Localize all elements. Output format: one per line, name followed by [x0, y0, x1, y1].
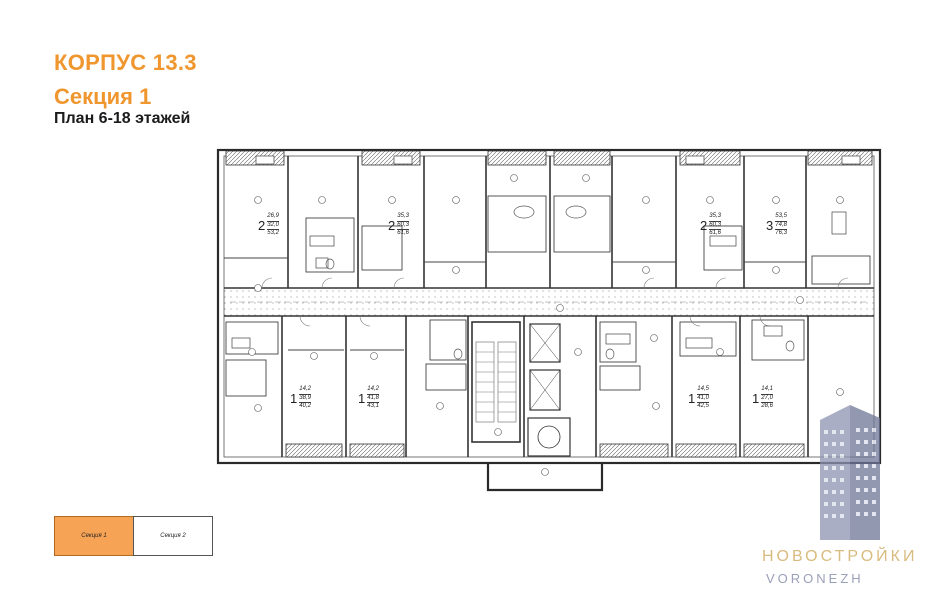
- apartment-area: 61,6: [709, 230, 721, 236]
- apartment-area: 27,0: [761, 395, 773, 403]
- apartment-area: 35,3: [709, 213, 721, 222]
- apartment-area: 28,6: [761, 403, 773, 409]
- apartment-room-count: 2: [700, 217, 708, 233]
- apartment-room-count: 1: [688, 390, 696, 406]
- walls-bottom: [281, 316, 809, 457]
- section-2-button[interactable]: Секция 2: [133, 516, 213, 556]
- apartment-area: 40,2: [299, 403, 311, 409]
- apartment-area: 76,3: [775, 230, 787, 236]
- section-1-button[interactable]: Секция 1: [54, 516, 134, 556]
- building-title: КОРПУС 13.3: [54, 50, 197, 75]
- apartment-area: 41,8: [367, 395, 379, 403]
- apartment-area: 14,5: [697, 386, 709, 395]
- stairwell: [471, 321, 521, 443]
- apartment-area: 14,2: [367, 386, 379, 395]
- apartment-area: 61,6: [397, 230, 409, 236]
- walls-top: [287, 156, 807, 288]
- apartment-area: 53,5: [775, 213, 787, 222]
- apartment-area: 26,9: [267, 213, 279, 222]
- apartment-area: 74,8: [775, 222, 787, 230]
- apartment-area: 60,3: [709, 222, 721, 230]
- apartment-area: 35,3: [397, 213, 409, 222]
- apartment-room-count: 1: [752, 390, 760, 406]
- section-map: Секция 1 Секция 2: [54, 516, 214, 558]
- apartment-area: 53,2: [267, 230, 279, 236]
- apartment-room-count: 1: [290, 390, 298, 406]
- apartment-room-count: 2: [258, 217, 266, 233]
- apartment-area: 32,0: [267, 222, 279, 230]
- section-title: Секция 1: [54, 84, 152, 109]
- apartment-area: 41,0: [697, 395, 709, 403]
- building-outline: [216, 148, 882, 492]
- apartment-area: 14,1: [761, 386, 773, 395]
- floor-plan-title: План 6-18 этажей: [54, 110, 191, 127]
- apartment-area: 42,5: [697, 403, 709, 409]
- apartment-area: 14,2: [299, 386, 311, 395]
- apartment-room-count: 1: [358, 390, 366, 406]
- watermark-subtitle: VORONEZH: [766, 571, 864, 586]
- apartment-room-count: 3: [766, 217, 774, 233]
- apartment-area: 43,1: [367, 403, 379, 409]
- apartment-room-count: 2: [388, 217, 396, 233]
- elevator-shafts: [527, 323, 571, 457]
- apartment-area: 38,9: [299, 395, 311, 403]
- apartment-area: 60,3: [397, 222, 409, 230]
- watermark-title: НОВОСТРОЙКИ: [762, 548, 918, 565]
